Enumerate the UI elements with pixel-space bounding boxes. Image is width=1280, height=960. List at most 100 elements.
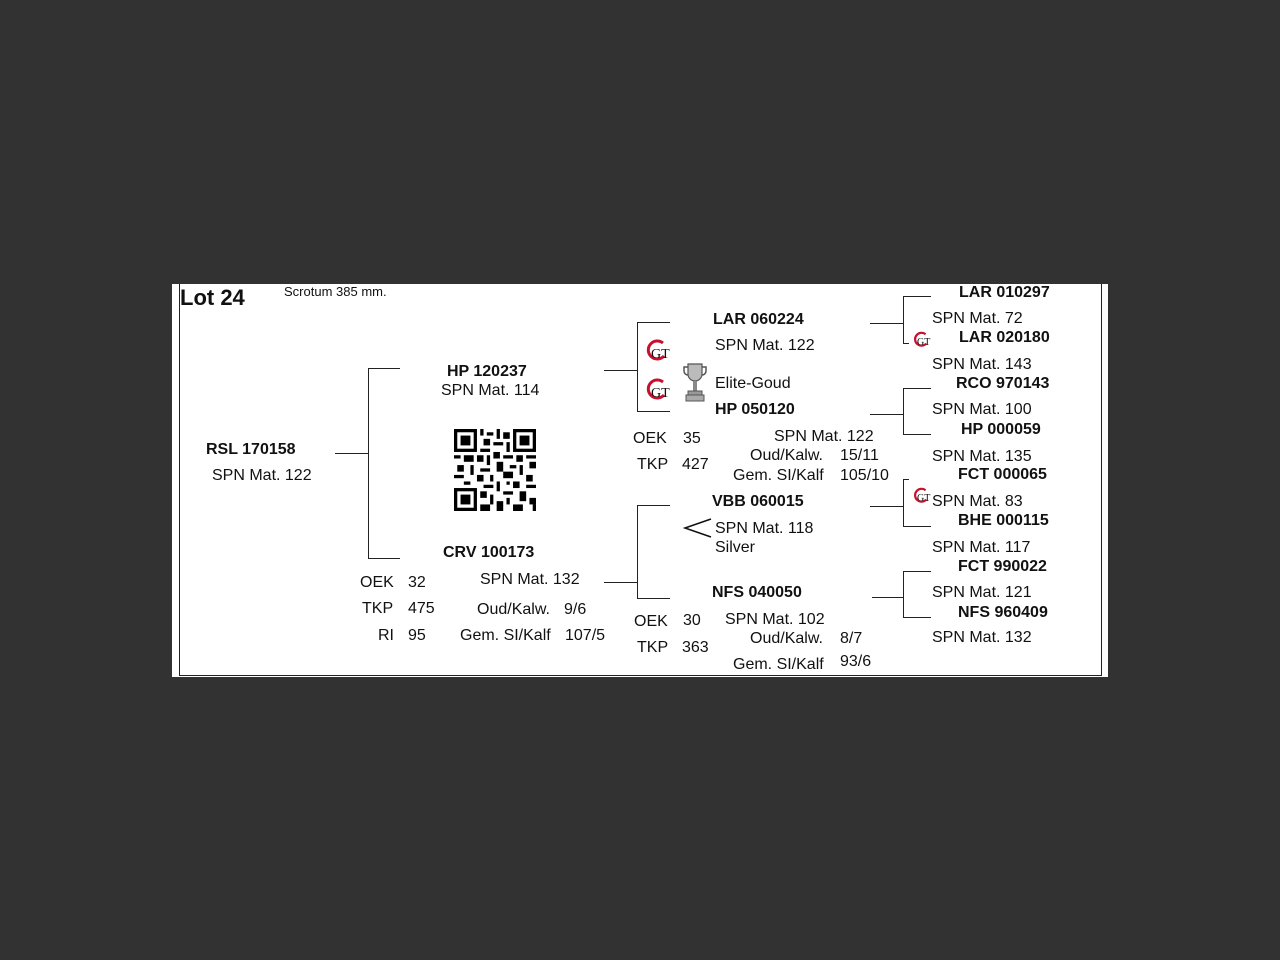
pedigree-sheet: Lot 24 Scrotum 385 mm. RSL 170158 SPN Ma…	[172, 284, 1108, 677]
subject-id: RSL 170158	[206, 441, 296, 458]
ggp-6-id: BHE 000115	[958, 512, 1049, 529]
ggp-1-spn: SPN Mat. 72	[932, 310, 1023, 327]
dd-oud-label: Oud/Kalw.	[750, 630, 823, 647]
connector	[637, 411, 670, 412]
dd-spn: SPN Mat. 102	[725, 611, 825, 628]
connector	[903, 479, 904, 526]
ggp-3-id: RCO 970143	[956, 375, 1050, 392]
ds-award: Silver	[715, 539, 756, 556]
connector	[637, 598, 670, 599]
subject-spn: SPN Mat. 122	[212, 467, 312, 484]
connector	[903, 434, 931, 435]
connector	[903, 343, 909, 344]
connector	[870, 506, 903, 507]
dd-oud-value: 8/7	[840, 630, 863, 647]
sheet-frame	[179, 284, 1102, 676]
dam-ri-label: RI	[378, 627, 394, 644]
dam-oud-value: 9/6	[564, 601, 587, 618]
connector	[903, 296, 931, 297]
ggp-7-spn: SPN Mat. 121	[932, 584, 1032, 601]
ggp-8-id: NFS 960409	[958, 604, 1048, 621]
sd-id: HP 050120	[715, 401, 795, 418]
ggp-2-id: LAR 020180	[959, 329, 1050, 346]
connector	[903, 388, 904, 434]
sd-oek-label: OEK	[633, 430, 667, 447]
dd-tkp-label: TKP	[637, 639, 669, 656]
connector	[872, 597, 903, 598]
connector	[903, 617, 931, 618]
sd-award: Elite-Goud	[715, 375, 791, 392]
connector	[368, 558, 400, 559]
ggp-1-id: LAR 010297	[959, 284, 1050, 301]
gt-logo-icon: GT	[646, 378, 670, 401]
trophy-icon	[683, 363, 707, 402]
sd-spn: SPN Mat. 122	[774, 428, 874, 445]
connector	[903, 571, 931, 572]
svg-text:GT: GT	[651, 347, 670, 362]
ggp-5-id: FCT 000065	[958, 466, 1047, 483]
ggp-7-id: FCT 990022	[958, 558, 1047, 575]
sd-oud-label: Oud/Kalw.	[750, 447, 823, 464]
dd-gem-value: 93/6	[840, 653, 872, 670]
connector	[903, 388, 931, 389]
connector	[870, 414, 903, 415]
ss-spn: SPN Mat. 122	[715, 337, 815, 354]
connector	[637, 505, 670, 506]
connector	[604, 582, 637, 583]
connector	[637, 505, 638, 598]
dam-oek-label: OEK	[360, 574, 394, 591]
ds-id: VBB 060015	[712, 493, 804, 510]
dam-gem-value: 107/5	[565, 627, 606, 644]
ggp-3-spn: SPN Mat. 100	[932, 401, 1032, 418]
dam-spn: SPN Mat. 132	[480, 571, 580, 588]
sire-id: HP 120237	[447, 363, 527, 380]
sd-gem-value: 105/10	[840, 467, 889, 484]
connector	[903, 526, 931, 527]
dam-oek-value: 32	[408, 574, 426, 591]
gt-logo-icon: GT	[646, 339, 670, 362]
scrotum-note: Scrotum 385 mm.	[284, 284, 387, 299]
connector	[335, 453, 368, 454]
dam-oud-label: Oud/Kalw.	[477, 601, 550, 618]
sire-spn: SPN Mat. 114	[441, 382, 540, 399]
lot-title: Lot 24	[180, 285, 245, 310]
gt-logo-icon: GT	[914, 487, 930, 504]
connector	[903, 571, 904, 617]
sd-tkp-label: TKP	[637, 456, 669, 473]
connector	[604, 370, 637, 371]
connector	[903, 479, 909, 480]
dd-gem-label: Gem. SI/Kalf	[733, 656, 824, 673]
sd-gem-label: Gem. SI/Kalf	[733, 467, 824, 484]
svg-text:GT: GT	[651, 386, 670, 401]
qr-code-icon	[454, 429, 536, 511]
connector	[637, 322, 670, 323]
connector	[903, 296, 904, 343]
ggp-8-spn: SPN Mat. 132	[932, 629, 1032, 646]
dd-oek-value: 30	[683, 612, 701, 629]
ggp-4-id: HP 000059	[961, 421, 1041, 438]
sd-oud-value: 15/11	[840, 447, 879, 464]
gt-logo-icon: GT	[914, 331, 930, 348]
connector	[368, 368, 369, 558]
dam-ri-value: 95	[408, 627, 426, 644]
ggp-5-spn: SPN Mat. 83	[932, 493, 1023, 510]
dam-tkp-value: 475	[408, 600, 435, 617]
dam-gem-label: Gem. SI/Kalf	[460, 627, 551, 644]
ggp-4-spn: SPN Mat. 135	[932, 448, 1032, 465]
ss-id: LAR 060224	[713, 311, 804, 328]
ds-spn: SPN Mat. 118	[715, 520, 814, 537]
dam-id: CRV 100173	[443, 544, 535, 561]
dd-id: NFS 040050	[712, 584, 802, 601]
sd-oek-value: 35	[683, 430, 701, 447]
sd-tkp-value: 427	[682, 456, 709, 473]
dam-tkp-label: TKP	[362, 600, 394, 617]
dd-oek-label: OEK	[634, 613, 668, 630]
connector	[368, 368, 400, 369]
connector	[637, 322, 638, 411]
ggp-6-spn: SPN Mat. 117	[932, 539, 1031, 556]
svg-text:GT: GT	[917, 493, 930, 504]
ggp-2-spn: SPN Mat. 143	[932, 356, 1032, 373]
connector	[870, 323, 903, 324]
dd-tkp-value: 363	[682, 639, 709, 656]
svg-text:GT: GT	[917, 337, 930, 348]
